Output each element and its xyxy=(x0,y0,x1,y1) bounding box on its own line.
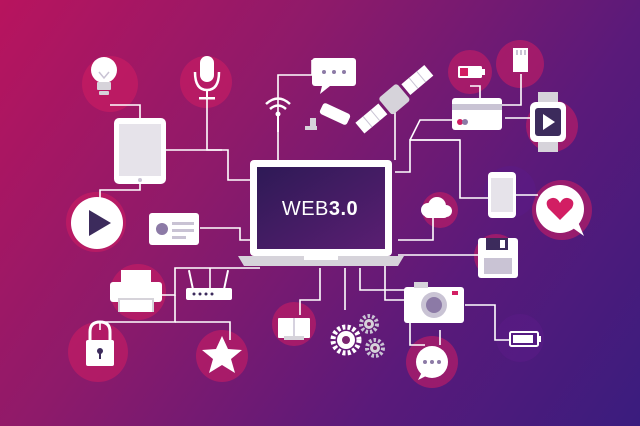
camera-icon xyxy=(404,282,464,323)
printer-icon xyxy=(110,270,162,312)
web3-title: WEB3.0 xyxy=(255,198,385,221)
id-card-icon xyxy=(149,213,199,245)
smartphone-icon xyxy=(488,172,516,218)
heart-message-icon xyxy=(536,185,584,236)
play-button-icon xyxy=(71,197,123,249)
security-camera-icon xyxy=(305,103,351,130)
satellite-icon xyxy=(355,64,434,134)
star-icon xyxy=(202,336,242,373)
smartwatch-icon xyxy=(530,92,566,152)
connection-lines xyxy=(99,60,538,346)
microphone-icon xyxy=(193,56,221,100)
lightbulb-icon xyxy=(91,57,117,95)
title-version: 3.0 xyxy=(328,198,359,220)
router-icon xyxy=(186,270,232,300)
sd-card-icon xyxy=(513,48,528,72)
chat-dots-icon xyxy=(416,346,448,380)
credit-card-icon xyxy=(452,98,502,130)
title-prefix: WEB xyxy=(281,198,329,220)
battery-low-icon xyxy=(509,331,541,347)
laptop-icon xyxy=(238,160,404,266)
chat-bubble-icon xyxy=(312,58,356,94)
tablet-icon xyxy=(114,118,166,184)
gears-icon xyxy=(330,314,385,358)
padlock-icon xyxy=(86,320,114,366)
battery-icon xyxy=(458,66,485,78)
floppy-disk-icon xyxy=(478,238,518,278)
wifi-icon xyxy=(265,97,291,132)
cloud-icon xyxy=(421,197,452,218)
book-icon xyxy=(278,318,310,340)
